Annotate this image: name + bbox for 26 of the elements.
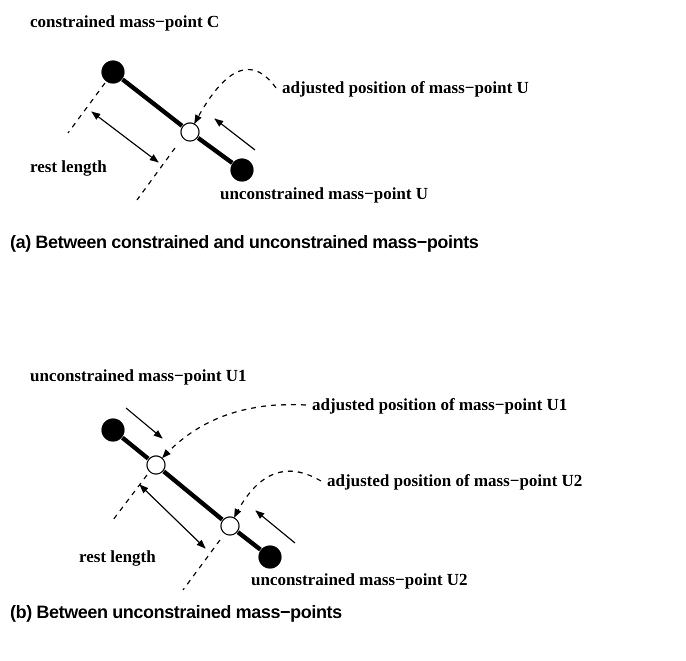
callout-text: adjusted position of mass−point U: [282, 78, 529, 98]
callout-text: adjusted position of mass−point U2: [327, 471, 582, 491]
leader-arrow: [234, 470, 322, 518]
mass-point-label: unconstrained mass−point U1: [30, 366, 247, 386]
adjusted-position-marker: [180, 122, 200, 142]
mass-point: [230, 158, 254, 182]
caption: (a) Between constrained and unconstrained mass−points: [10, 232, 478, 252]
dimension-text: rest length: [79, 547, 156, 567]
mass-point-label: constrained mass−point C: [30, 12, 220, 32]
caption: (b) Between unconstrained mass−points: [10, 602, 342, 622]
mass-point: [258, 545, 282, 569]
adjusted-position-marker: [146, 455, 166, 475]
callout-text: adjusted position of mass−point U1: [312, 395, 568, 415]
spring-line: [236, 530, 262, 552]
spring-line: [162, 470, 224, 522]
mass-point: [101, 60, 125, 84]
dimension-text: rest length: [30, 157, 107, 177]
leader-arrow: [162, 404, 306, 458]
spring-line: [196, 136, 234, 165]
mass-point-label: unconstrained mass−point U: [220, 184, 428, 204]
spring-line: [120, 436, 150, 460]
adjusted-position-marker: [220, 516, 240, 536]
mass-point: [101, 418, 125, 442]
mass-point-label: unconstrained mass−point U2: [251, 570, 468, 590]
spring-line: [121, 78, 184, 128]
leader-arrow: [194, 69, 276, 124]
